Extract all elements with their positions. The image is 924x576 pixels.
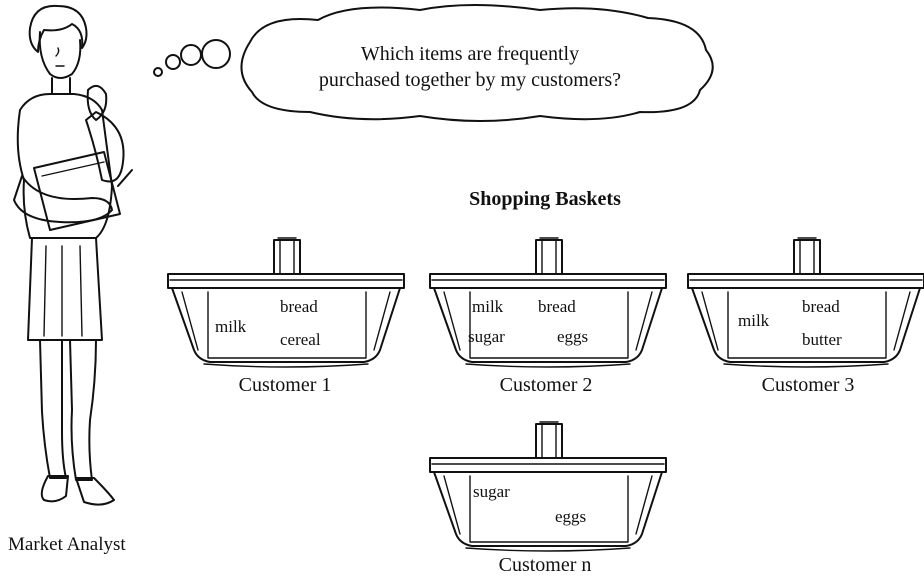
basket-item: butter	[802, 330, 842, 349]
basket-item: cereal	[280, 330, 321, 349]
basket-item: milk	[215, 317, 247, 336]
basket-customer-2: milk bread sugar eggs Customer 2	[429, 237, 667, 396]
thought-line-2: purchased together by my customers?	[319, 69, 621, 91]
basket-customer-1: bread milk cereal Customer 1	[167, 237, 405, 396]
basket-caption: Customer n	[499, 554, 592, 576]
basket-item: sugar	[468, 327, 505, 346]
basket-caption: Customer 1	[239, 374, 332, 396]
basket-item: milk	[738, 311, 770, 330]
basket-item: sugar	[473, 482, 510, 501]
basket-item: eggs	[555, 507, 586, 526]
market-analyst-figure	[13, 4, 133, 506]
thought-line-1: Which items are frequently	[361, 43, 579, 65]
basket-item: bread	[280, 297, 318, 316]
thought-bubble: Which items are frequently purchased tog…	[240, 4, 714, 122]
basket-item: eggs	[557, 327, 588, 346]
shopping-baskets-heading: Shopping Baskets	[469, 188, 621, 210]
basket-item: bread	[538, 297, 576, 316]
market-analyst-label: Market Analyst	[8, 534, 126, 555]
basket-caption: Customer 3	[762, 374, 855, 396]
thought-bubble-tail	[153, 39, 231, 77]
basket-caption: Customer 2	[500, 374, 593, 396]
basket-item: milk	[472, 297, 504, 316]
basket-customer-3: milk bread butter Customer 3	[687, 237, 924, 396]
basket-customer-n: sugar eggs Customer n	[429, 421, 667, 576]
basket-item: bread	[802, 297, 840, 316]
